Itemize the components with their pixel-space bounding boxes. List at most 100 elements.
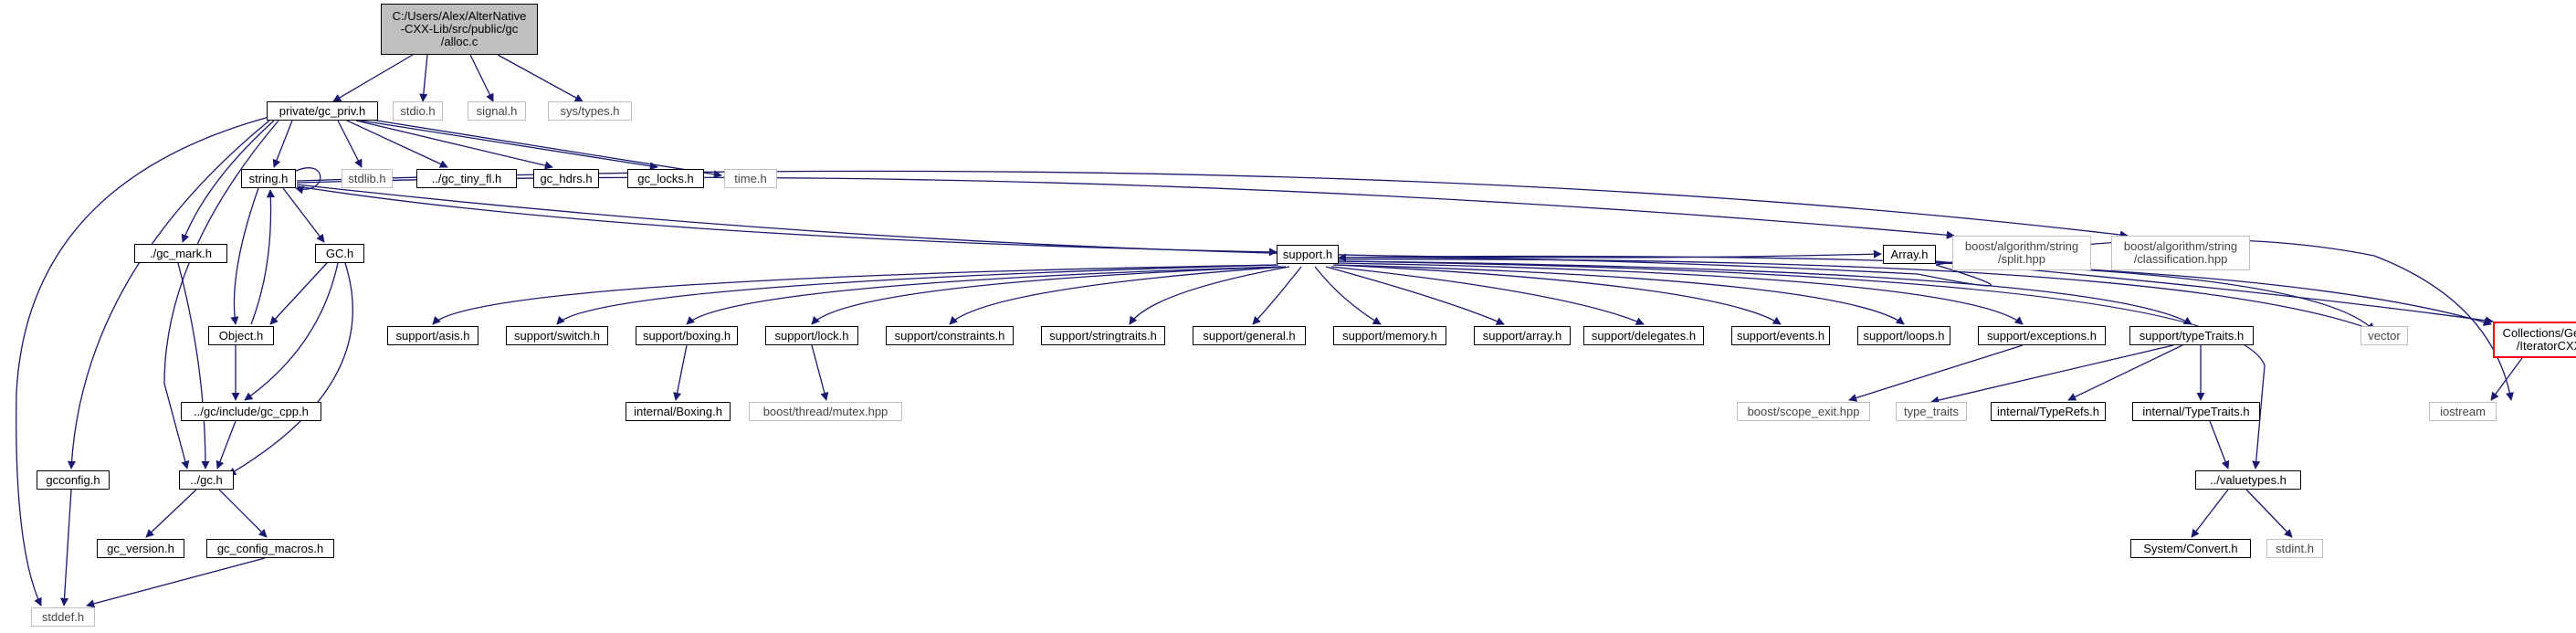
node-mutex[interactable]: boost/thread/mutex.hpp	[749, 402, 902, 421]
edge-support-asis	[432, 264, 1277, 325]
node-support-array[interactable]: support/array.h	[1474, 326, 1571, 345]
node-support-boxing[interactable]: support/boxing.h	[636, 326, 738, 345]
node-stdlib[interactable]: stdlib.h	[342, 169, 393, 188]
edge-support-switch	[556, 264, 1279, 325]
edge-string-support	[296, 185, 1277, 257]
node-gc-locks[interactable]: gc_locks.h	[627, 169, 704, 188]
node-gc-tiny-fl[interactable]: ../gc_tiny_fl.h	[416, 169, 517, 188]
node-time[interactable]: time.h	[724, 169, 777, 188]
edge-gccpp-gc	[216, 420, 237, 469]
node-iostream[interactable]: iostream	[2429, 402, 2497, 421]
node-support-memory[interactable]: support/memory.h	[1333, 326, 1446, 345]
edge-support-memory	[1314, 266, 1382, 325]
node-support-switch[interactable]: support/switch.h	[506, 326, 608, 345]
node-classification[interactable]: boost/algorithm/string /classification.h…	[2111, 236, 2250, 270]
edge-gc-priv-time	[364, 118, 722, 179]
edge-gch-gc	[227, 262, 353, 476]
edge-support-events	[1332, 264, 1782, 325]
edge-gc-priv-hdrs	[355, 120, 553, 170]
edge-string-array	[296, 184, 1882, 258]
node-support-constraints[interactable]: support/constraints.h	[886, 326, 1014, 345]
edge-lock-mutex	[811, 344, 829, 401]
node-scope-exit[interactable]: boost/scope_exit.hpp	[1737, 402, 1870, 421]
edge-gc-priv-mark	[181, 120, 275, 243]
edge-string-classification	[296, 170, 2129, 239]
edge-string-self	[293, 167, 321, 195]
node-iteratorcxx[interactable]: Collections/Generic /IteratorCXX.h	[2493, 322, 2576, 358]
dependency-edges	[16, 54, 2523, 608]
node-valuetypes[interactable]: ../valuetypes.h	[2195, 470, 2301, 490]
edge-root-systypes	[497, 54, 584, 102]
node-support-loops[interactable]: support/loops.h	[1857, 326, 1950, 345]
edge-support-general	[1252, 266, 1302, 325]
node-gc[interactable]: ../gc.h	[179, 470, 234, 490]
edge-gc-priv-tinyfl	[346, 120, 448, 168]
node-type-traits[interactable]: type_traits	[1896, 402, 1967, 421]
node-internal-boxing[interactable]: internal/Boxing.h	[626, 402, 731, 421]
edge-gcconfig-stddef	[59, 489, 72, 607]
node-support-asis[interactable]: support/asis.h	[387, 326, 478, 345]
node-signal[interactable]: signal.h	[468, 101, 526, 121]
edge-support-constraints	[949, 266, 1287, 325]
node-gcconfig[interactable]: gcconfig.h	[37, 470, 110, 490]
node-vector[interactable]: vector	[2360, 326, 2408, 345]
edge-support-lock	[811, 266, 1283, 325]
node-stddef[interactable]: stddef.h	[31, 607, 95, 627]
edge-valuetypes-stdint	[2245, 489, 2293, 538]
node-support-stringtraits[interactable]: support/stringtraits.h	[1041, 326, 1165, 345]
node-systypes[interactable]: sys/types.h	[548, 101, 632, 121]
node-support-typetraits[interactable]: support/typeTraits.h	[2129, 326, 2254, 345]
edge-support-loops	[1334, 264, 1905, 325]
node-system-convert[interactable]: System/Convert.h	[2130, 539, 2251, 558]
edge-string-gch	[282, 187, 325, 243]
edge-gc-priv-stdlib	[337, 120, 363, 168]
node-object[interactable]: Object.h	[208, 326, 274, 345]
node-internal-typetraits[interactable]: internal/TypeTraits.h	[2132, 402, 2260, 421]
node-typerefs[interactable]: internal/TypeRefs.h	[1991, 402, 2106, 421]
edge-root-gc-priv	[332, 54, 414, 102]
node-GC[interactable]: GC.h	[315, 244, 364, 263]
edge-array-vector	[1935, 262, 2375, 332]
node-gc-cpp[interactable]: ../gc/include/gc_cpp.h	[181, 402, 321, 421]
edge-support-valuetypes	[1338, 260, 2266, 469]
edge-support-array	[1325, 266, 1505, 325]
node-array[interactable]: Array.h	[1883, 245, 1936, 264]
node-stdio[interactable]: stdio.h	[393, 101, 443, 121]
edge-gc-version	[145, 489, 197, 538]
edge-exceptions-scopeexit	[1848, 344, 2024, 402]
edge-support-exceptions	[1336, 262, 2024, 325]
node-string[interactable]: string.h	[241, 169, 296, 188]
edge-macros-stddef	[86, 557, 266, 608]
node-gc-mark[interactable]: ./gc_mark.h	[134, 244, 227, 263]
node-support-events[interactable]: support/events.h	[1731, 326, 1830, 345]
edge-iteratorcxx-iostream	[2490, 357, 2523, 401]
node-gc-priv[interactable]: private/gc_priv.h	[267, 101, 378, 121]
edge-string-object	[230, 187, 259, 325]
edge-valuetypes-convert	[2191, 489, 2229, 538]
edge-gc-priv-gcconfig	[67, 120, 270, 469]
edge-root-stdio	[419, 54, 428, 102]
node-support[interactable]: support.h	[1277, 245, 1339, 264]
edge-support-boxing	[686, 266, 1281, 325]
node-support-lock[interactable]: support/lock.h	[765, 326, 858, 345]
edge-gc-priv-string	[272, 120, 293, 168]
edge-gc-priv-stddef	[16, 116, 270, 607]
node-gc-config-macros[interactable]: gc_config_macros.h	[206, 539, 334, 558]
edge-gc-priv-locks	[360, 120, 658, 171]
node-support-general[interactable]: support/general.h	[1193, 326, 1306, 345]
node-stdint[interactable]: stdint.h	[2266, 539, 2323, 558]
edge-gch-object	[269, 262, 328, 325]
node-split[interactable]: boost/algorithm/string /split.hpp	[1952, 236, 2091, 270]
node-support-exceptions[interactable]: support/exceptions.h	[1978, 326, 2106, 345]
edge-support-typetraits	[1338, 260, 2192, 325]
node-gc-version[interactable]: gc_version.h	[97, 539, 184, 558]
node-gc-hdrs[interactable]: gc_hdrs.h	[533, 169, 599, 188]
edge-mark-gc	[177, 262, 210, 469]
edge-array-support	[1338, 253, 1992, 287]
node-alloc-c[interactable]: C:/Users/Alex/AlterNative -CXX-Lib/src/p…	[381, 4, 538, 55]
edge-object-string	[250, 189, 275, 325]
edge-root-signal	[469, 54, 494, 102]
node-support-delegates[interactable]: support/delegates.h	[1583, 326, 1704, 345]
edge-typetraits-typetraits	[1930, 344, 2174, 405]
